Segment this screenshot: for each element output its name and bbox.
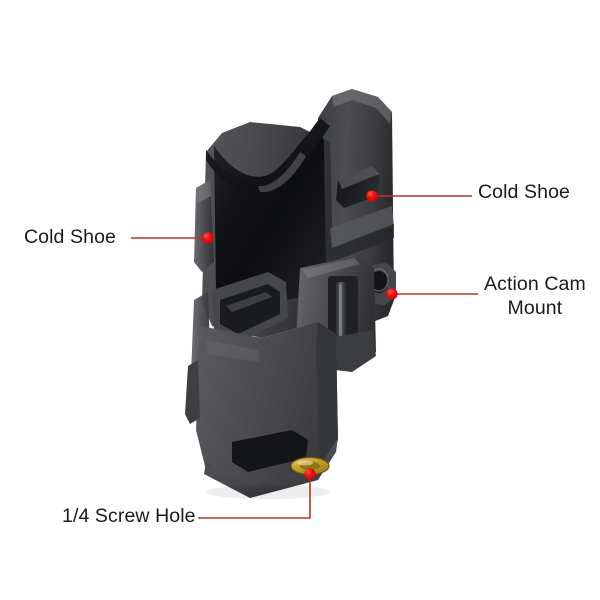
screw-hole-gloss [297, 460, 313, 466]
body-left-grip-inner [220, 284, 280, 334]
body-bottom-recess [232, 430, 308, 472]
body-top-saddle [206, 118, 330, 194]
cold-shoe-left-rail-edge [196, 180, 211, 203]
body-inner-cavity [214, 126, 326, 306]
action-cam-mount-hole [370, 271, 388, 293]
callout-label-line-1: Action Cam [484, 273, 586, 295]
callout-label-cold-shoe-left: Cold Shoe [24, 226, 116, 248]
callout-cold-shoe-left[interactable] [131, 232, 214, 244]
callout-dot-cold-shoe-left [202, 232, 214, 244]
body-left-side-tab [185, 360, 200, 424]
hinge-clamp-highlight [302, 258, 360, 278]
body-right-panel-edge [332, 89, 392, 124]
callout-screw-hole[interactable] [198, 468, 316, 519]
body-lower-right-face [316, 322, 338, 468]
callout-cold-shoe-right[interactable] [366, 190, 472, 202]
body-bottom-shelf [204, 438, 338, 498]
cold-shoe-left-rail [194, 180, 214, 272]
hinge-pin-highlight [339, 284, 342, 336]
callout-label-line-2: Mount [507, 297, 563, 319]
body-left-grip-gloss [226, 292, 272, 312]
callout-label-screw-hole: 1/4 Screw Hole [62, 505, 196, 527]
body-right-ledge [330, 206, 394, 250]
product-contact-shadow [206, 485, 330, 499]
leader-line-screw-hole [198, 474, 311, 519]
callout-dot-action-cam-mount [386, 288, 398, 300]
callout-dot-screw-hole [304, 468, 316, 480]
callout-leaders [131, 190, 478, 519]
callout-dot-cold-shoe-right [366, 190, 378, 202]
cold-shoe-right-slot-lip [338, 166, 380, 189]
callout-action-cam-mount[interactable] [386, 288, 478, 300]
product-body [185, 89, 396, 499]
body-right-ledge-shadow [332, 224, 394, 262]
callout-label-cold-shoe-right: Cold Shoe [478, 181, 570, 203]
body-lower-gloss [206, 340, 260, 362]
body-top-highlight [258, 152, 306, 193]
